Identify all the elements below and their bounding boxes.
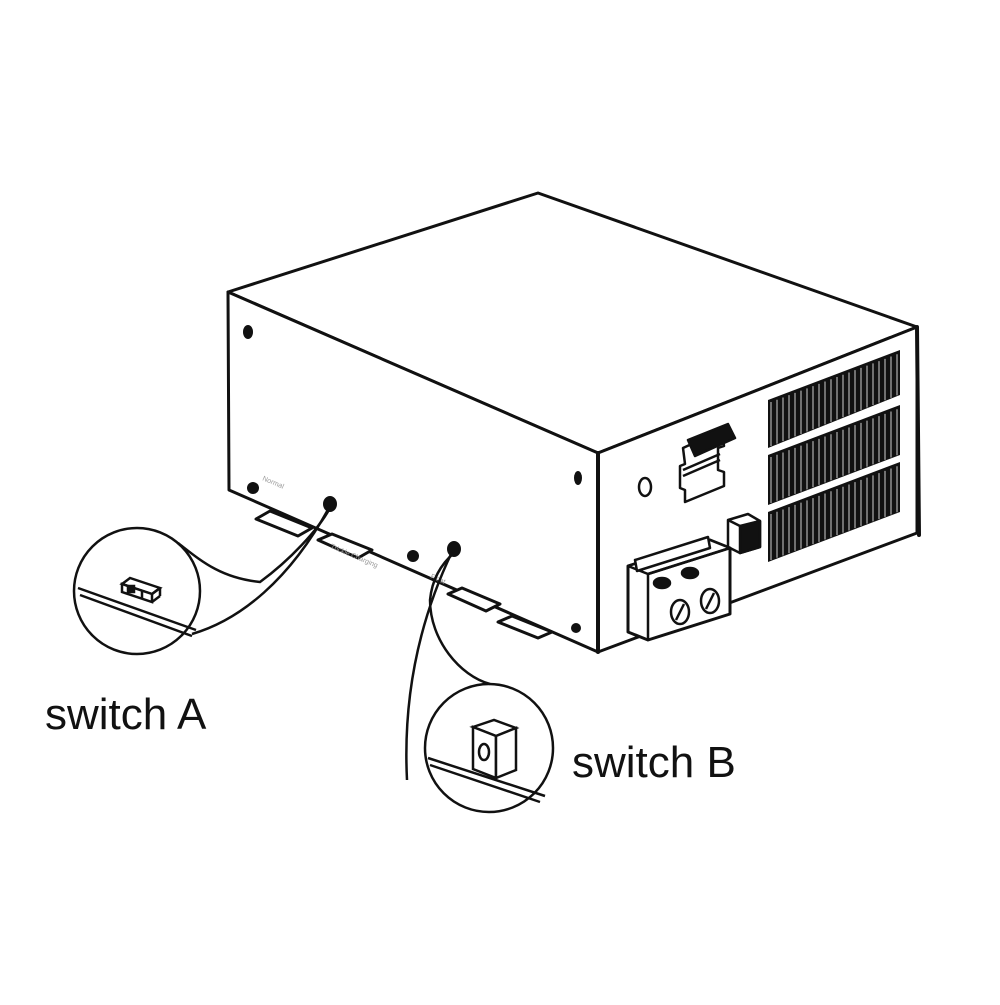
callout-switch-a	[72, 505, 332, 656]
callout-switch-b	[405, 551, 555, 814]
screw-icon	[571, 623, 581, 633]
screw-icon	[407, 550, 419, 562]
foot-icon	[316, 532, 374, 560]
power-switch-icon[interactable]	[726, 512, 762, 555]
foot-icon	[496, 614, 554, 640]
switch-a-label: switch A	[45, 690, 207, 739]
switch-a-detail-icon	[119, 576, 163, 604]
foot-icon	[254, 509, 314, 538]
foot-icon	[446, 586, 502, 613]
connector-icon	[678, 422, 737, 504]
screw-icon	[247, 482, 259, 494]
switch-b-detail-icon	[469, 718, 520, 780]
vent-grilles	[768, 350, 900, 562]
mounting-feet	[254, 509, 554, 640]
switch-b-label: switch B	[572, 738, 736, 787]
indicator-led-icon	[637, 476, 653, 498]
switch-a-hole-icon[interactable]	[323, 496, 337, 512]
screws	[243, 325, 582, 633]
screw-icon	[574, 471, 582, 485]
terminal-block-icon	[626, 535, 732, 642]
screw-icon	[243, 325, 253, 339]
